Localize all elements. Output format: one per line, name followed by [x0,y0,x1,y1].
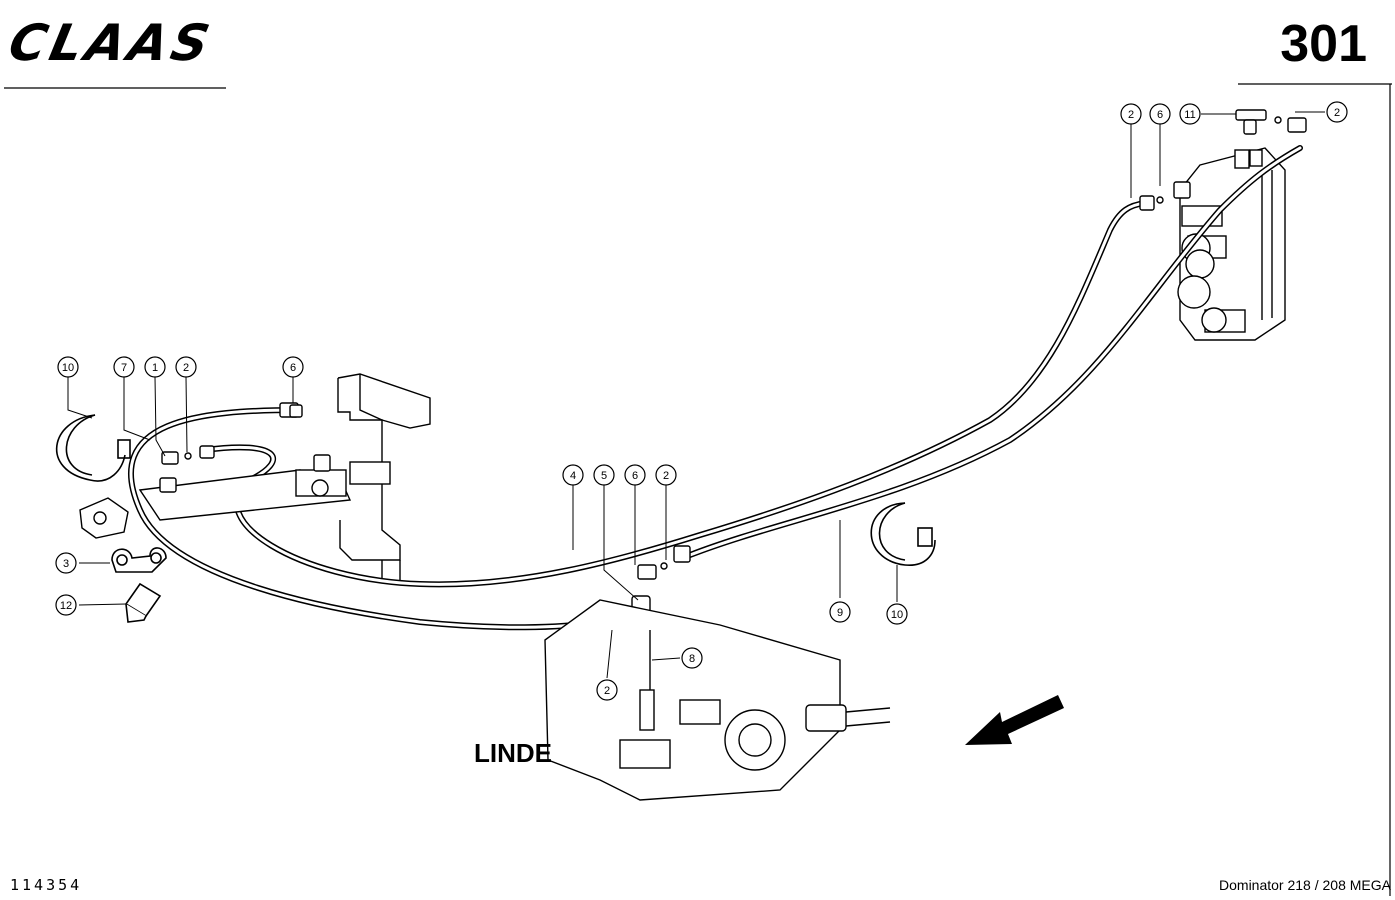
callout-6-b: 6 [624,464,646,486]
hose-clamp-right [870,502,936,566]
svg-text:2: 2 [1128,109,1134,121]
callout-8: 8 [681,647,703,669]
svg-text:2: 2 [604,685,610,697]
callout-2-e: 2 [1326,101,1348,123]
callout-3: 3 [55,552,77,574]
callout-5: 5 [593,464,615,486]
callout-7: 7 [113,356,135,378]
callout-6-c: 6 [1149,103,1171,125]
svg-text:10: 10 [891,609,903,621]
hydraulic-pump [544,599,891,801]
model-name: Dominator 218 / 208 MEGA [1219,877,1391,893]
svg-text:6: 6 [632,470,638,482]
callout-10-left: 10 [57,356,79,378]
steering-cylinder [79,461,391,539]
svg-text:6: 6 [1157,109,1163,121]
hose-clamp-left [55,414,131,482]
hose-lines [128,145,1303,631]
callout-2-d: 2 [1120,103,1142,125]
callout-2-c: 2 [596,679,618,701]
svg-text:10: 10 [62,362,74,374]
manufacturer-label: LINDE [474,738,552,768]
svg-text:2: 2 [663,470,669,482]
svg-text:12: 12 [60,600,72,612]
drawing-number: 114354 [10,876,83,894]
callout-2-b: 2 [655,464,677,486]
svg-text:9: 9 [837,607,843,619]
bracket [124,582,162,623]
callout-9: 9 [829,601,851,623]
page-number: 301 [1280,15,1367,73]
callout-10-right: 10 [886,603,908,625]
frame-lines [4,83,1392,896]
svg-text:4: 4 [570,470,576,482]
callout-11: 11 [1179,103,1201,125]
svg-text:6: 6 [290,362,296,374]
fittings [159,109,1307,675]
callouts: 10 7 1 2 6 3 12 4 5 6 2 8 2 9 10 2 6 11 … [55,101,1348,701]
svg-text:11: 11 [1184,109,1195,121]
callout-2-a: 2 [175,356,197,378]
pipe-clip [111,547,167,573]
direction-arrow-icon [965,695,1064,745]
callout-4: 4 [562,464,584,486]
svg-text:1: 1 [152,362,158,374]
svg-text:7: 7 [121,362,127,374]
svg-text:2: 2 [1334,107,1340,119]
machine-frame [337,373,431,580]
svg-text:8: 8 [689,653,695,665]
callout-12: 12 [55,594,77,616]
callout-1: 1 [144,356,166,378]
control-valve-block [1177,147,1286,341]
leader-lines [67,111,1325,679]
svg-text:5: 5 [601,470,607,482]
svg-text:3: 3 [63,558,69,570]
callout-6-a: 6 [282,356,304,378]
svg-text:2: 2 [183,362,189,374]
